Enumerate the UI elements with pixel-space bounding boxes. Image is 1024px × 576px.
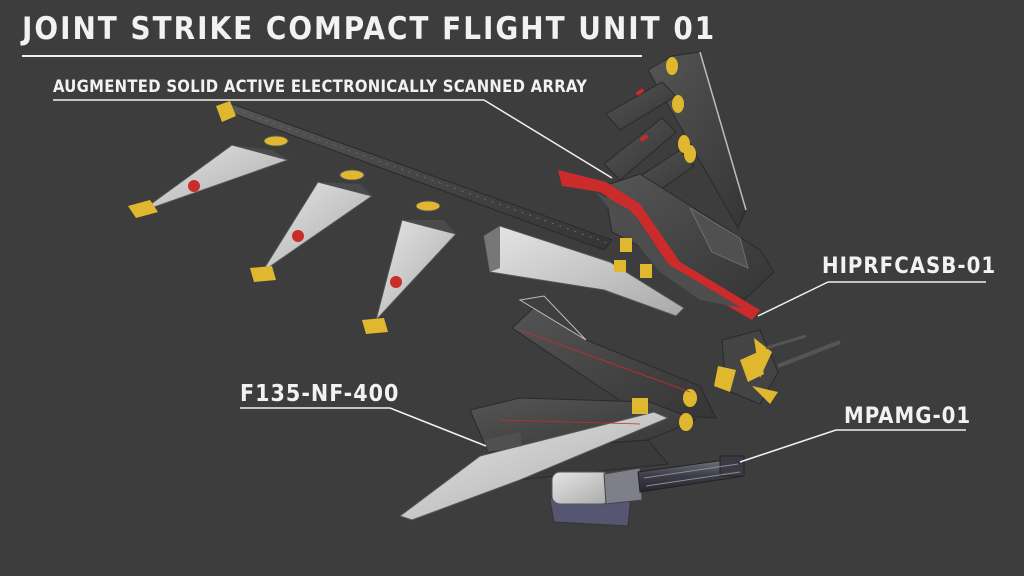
page-title: JOINT STRIKE COMPACT FLIGHT UNIT 01	[22, 11, 717, 47]
gun-callout-label: MPAMG-01	[844, 404, 972, 429]
central-fuselage	[558, 170, 775, 320]
gatling-gun	[549, 455, 745, 527]
aesa-callout-label: AUGMENTED SOLID ACTIVE ELECTRONICALLY SC…	[53, 77, 588, 96]
mpamg-leader-line	[739, 429, 837, 463]
aesa-leader-line	[483, 99, 613, 179]
f135-leader-line	[389, 407, 487, 447]
engine-callout-label: F135-NF-400	[240, 381, 400, 407]
hinge-assembly	[714, 329, 841, 405]
hiprfcasb-callout-label: HIPRFCASB-01	[822, 254, 997, 279]
left-pylon-boom	[128, 101, 685, 334]
lower-engine-module	[398, 295, 717, 521]
hiprfcasb-leader-line	[757, 281, 829, 317]
